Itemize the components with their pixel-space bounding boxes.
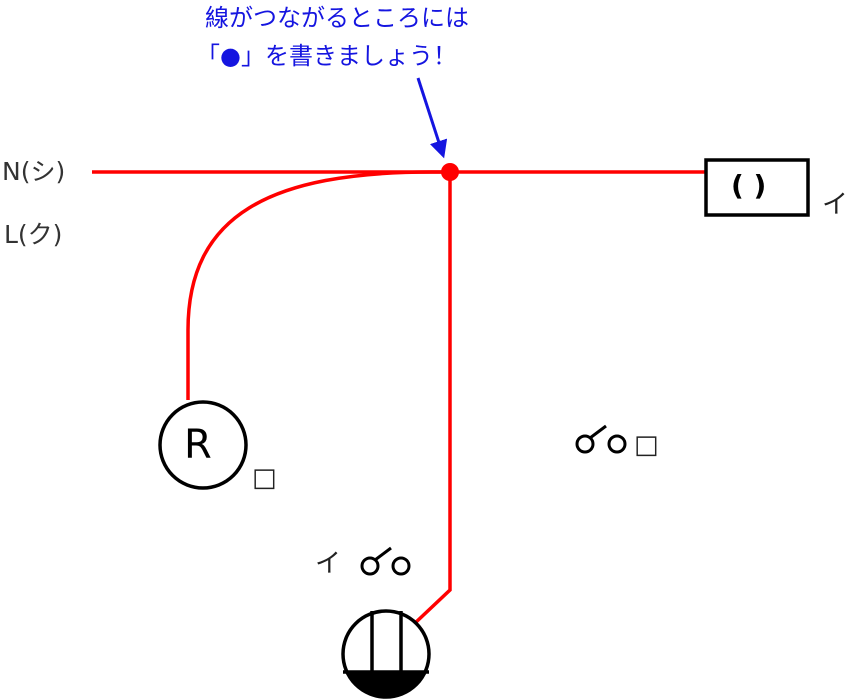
callout-line-2: 「●」を書きましょう！ <box>196 42 457 70</box>
receptacle-tag: □ <box>252 463 277 493</box>
junction-dot <box>441 163 459 181</box>
live-label: L(ク) <box>4 220 63 249</box>
callout-arrow <box>416 77 448 159</box>
switch-right-tag: □ <box>634 430 659 460</box>
receptacle-circle <box>158 400 248 490</box>
lamp-symbol-text: ( ) <box>731 169 767 202</box>
switch-icon <box>360 546 411 576</box>
switch-icon <box>575 424 627 454</box>
lamp-tag: イ <box>822 190 849 220</box>
ceiling-lamp-box <box>704 158 810 217</box>
switch-left-tag: イ <box>315 549 342 579</box>
receptacle-letter: R <box>184 422 212 468</box>
outlet-wire <box>412 172 452 626</box>
callout-line-1: 線がつながるところには <box>205 4 469 32</box>
receptacle-wire <box>186 170 448 400</box>
outlet-icon <box>341 609 431 699</box>
neutral-label: N(シ) <box>2 157 66 186</box>
